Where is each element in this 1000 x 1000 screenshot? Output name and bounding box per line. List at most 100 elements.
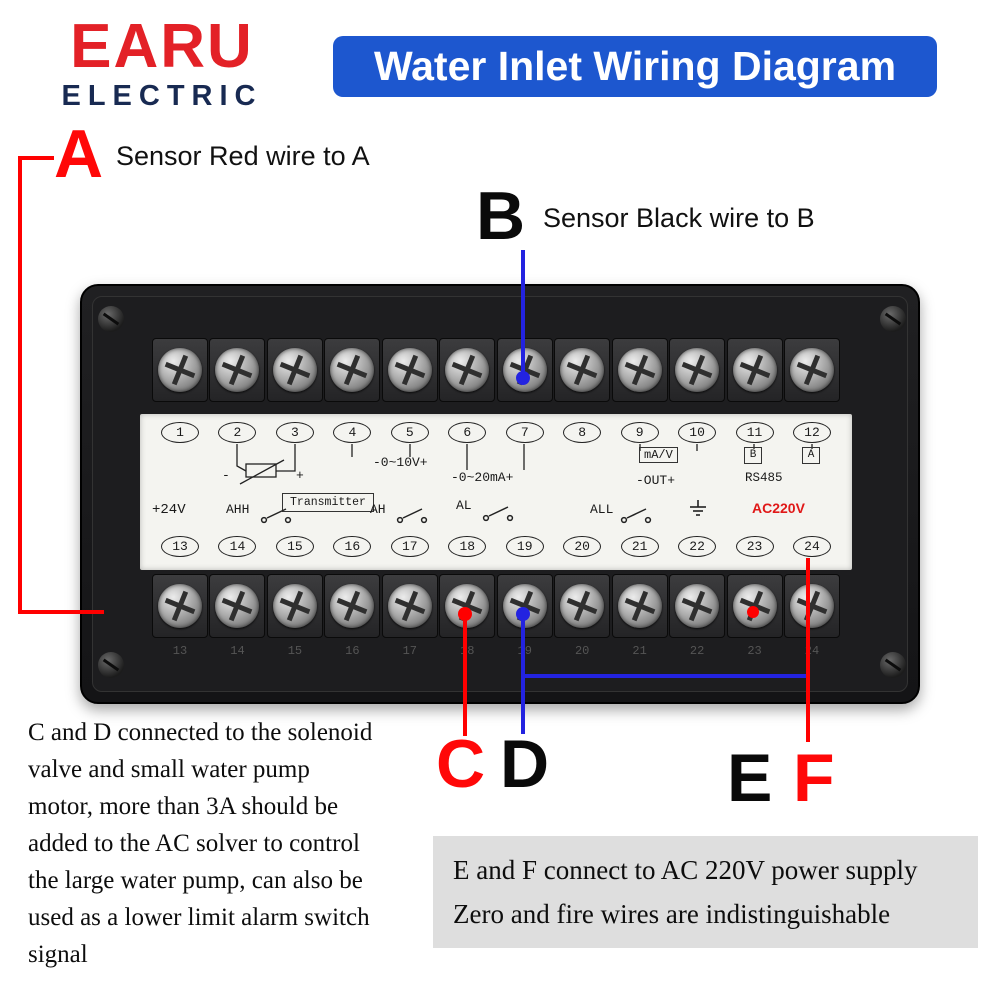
case-terminal-number: 20 bbox=[574, 644, 590, 658]
terminal-screw-icon bbox=[669, 338, 726, 402]
terminal-number: 11 bbox=[735, 422, 774, 443]
panel-connector-lines bbox=[236, 444, 813, 485]
callout-letter-e: E bbox=[727, 740, 773, 816]
power-24v-label: +24V bbox=[152, 502, 186, 518]
sensor-plus-label: + bbox=[296, 468, 304, 483]
transmitter-label: Transmitter bbox=[282, 493, 374, 512]
terminal-screw-icon bbox=[496, 574, 553, 638]
brand-subtitle: ELECTRIC bbox=[61, 80, 263, 112]
terminal-screw-icon bbox=[669, 574, 726, 638]
bottom-terminal-row bbox=[152, 574, 840, 638]
callout-letter-a: A bbox=[54, 116, 104, 192]
terminal-screw-icon bbox=[324, 574, 381, 638]
callout-text-a: Sensor Red wire to A bbox=[116, 141, 370, 171]
terminal-number: 5 bbox=[390, 422, 429, 443]
al-label: AL bbox=[456, 498, 472, 513]
page-title: Water Inlet Wiring Diagram bbox=[373, 43, 897, 89]
terminal-screw-icon bbox=[496, 338, 553, 402]
case-terminal-number: 16 bbox=[345, 644, 360, 658]
terminal-screw-icon bbox=[554, 574, 611, 638]
relay-contact-icon bbox=[396, 508, 428, 524]
case-terminal-number: 24 bbox=[804, 644, 820, 658]
terminal-number: 7 bbox=[505, 422, 544, 443]
case-terminal-number: 17 bbox=[402, 644, 418, 658]
ac220v-label: AC220V bbox=[752, 500, 805, 516]
ma-v-label: mA/V bbox=[639, 447, 678, 463]
case-terminal-number: 13 bbox=[172, 644, 188, 658]
terminal-number: 18 bbox=[448, 536, 487, 557]
relay-contact-icon bbox=[260, 508, 292, 524]
note-line: used as a lower limit alarm switch bbox=[28, 904, 370, 931]
terminal-screw-icon bbox=[266, 338, 323, 402]
terminal-screw-icon bbox=[209, 338, 266, 402]
ahh-label: AHH bbox=[226, 502, 250, 517]
terminal-screw-icon bbox=[726, 574, 783, 638]
terminal-number: 20 bbox=[563, 536, 602, 557]
terminal-screw-icon bbox=[266, 574, 323, 638]
terminal-screw-icon bbox=[152, 574, 208, 638]
note-line: valve and small water pump bbox=[28, 756, 310, 783]
terminal-number: 17 bbox=[390, 536, 429, 557]
terminal-number: 22 bbox=[678, 536, 717, 557]
brand-name: EARU bbox=[70, 12, 254, 81]
terminal-screw-icon bbox=[783, 338, 840, 402]
relay-contact-icon bbox=[482, 506, 514, 522]
terminal-number: 4 bbox=[333, 422, 372, 443]
terminal-number: 15 bbox=[275, 536, 314, 557]
terminal-screw-icon bbox=[209, 574, 266, 638]
callout-letter-b: B bbox=[476, 178, 526, 254]
case-terminal-number: 19 bbox=[517, 644, 532, 658]
out-label: -OUT+ bbox=[636, 473, 676, 488]
top-terminal-row bbox=[152, 338, 840, 402]
terminal-number: 24 bbox=[792, 536, 831, 557]
callout-letter-f: F bbox=[793, 740, 835, 816]
note-line: E and F connect to AC 220V power supply bbox=[453, 855, 918, 885]
rs485-a-label: A bbox=[802, 447, 820, 464]
terminal-number: 9 bbox=[620, 422, 659, 443]
terminal-screw-icon bbox=[381, 574, 438, 638]
brand-logo: EARU ELECTRIC bbox=[26, 16, 298, 113]
terminal-screw-icon bbox=[439, 574, 496, 638]
terminal-screw-icon bbox=[611, 338, 668, 402]
rs485-b-label: B bbox=[744, 447, 762, 464]
terminal-number: 3 bbox=[275, 422, 314, 443]
terminal-screw-icon bbox=[726, 338, 783, 402]
case-screw-icon bbox=[880, 652, 906, 678]
terminal-number: 12 bbox=[792, 422, 831, 443]
voltage-range-label: -0~10V+ bbox=[373, 455, 428, 470]
case-terminal-number: 14 bbox=[230, 644, 245, 658]
note-line: added to the AC solver to control bbox=[28, 830, 360, 857]
note-line: signal bbox=[28, 941, 88, 968]
note-line: Zero and fire wires are indistinguishabl… bbox=[453, 899, 891, 929]
terminal-screw-icon bbox=[152, 338, 208, 402]
case-terminal-number: 18 bbox=[460, 644, 475, 658]
terminal-number: 10 bbox=[678, 422, 717, 443]
note-line: the large water pump, can also be bbox=[28, 867, 363, 894]
ah-label: AH bbox=[370, 502, 386, 517]
note-line: motor, more than 3A should be bbox=[28, 793, 339, 820]
ground-icon bbox=[690, 500, 706, 516]
terminal-screw-icon bbox=[611, 574, 668, 638]
rs485-label: RS485 bbox=[745, 471, 783, 485]
terminal-screw-icon bbox=[783, 574, 840, 638]
callout-letter-c: C bbox=[436, 726, 486, 802]
sensor-minus-label: - bbox=[222, 468, 230, 483]
case-terminal-number: 21 bbox=[632, 644, 647, 658]
terminal-screw-icon bbox=[439, 338, 496, 402]
terminal-number: 8 bbox=[563, 422, 602, 443]
callout-letter-d: D bbox=[500, 726, 550, 802]
case-terminal-number: 22 bbox=[689, 644, 705, 658]
current-range-label: -0~20mA+ bbox=[451, 470, 514, 485]
title-banner: Water Inlet Wiring Diagram bbox=[333, 36, 937, 97]
case-terminal-number: 23 bbox=[747, 644, 762, 658]
relay-contact-icon bbox=[620, 508, 652, 524]
all-label: ALL bbox=[590, 502, 614, 517]
terminal-screw-icon bbox=[324, 338, 381, 402]
